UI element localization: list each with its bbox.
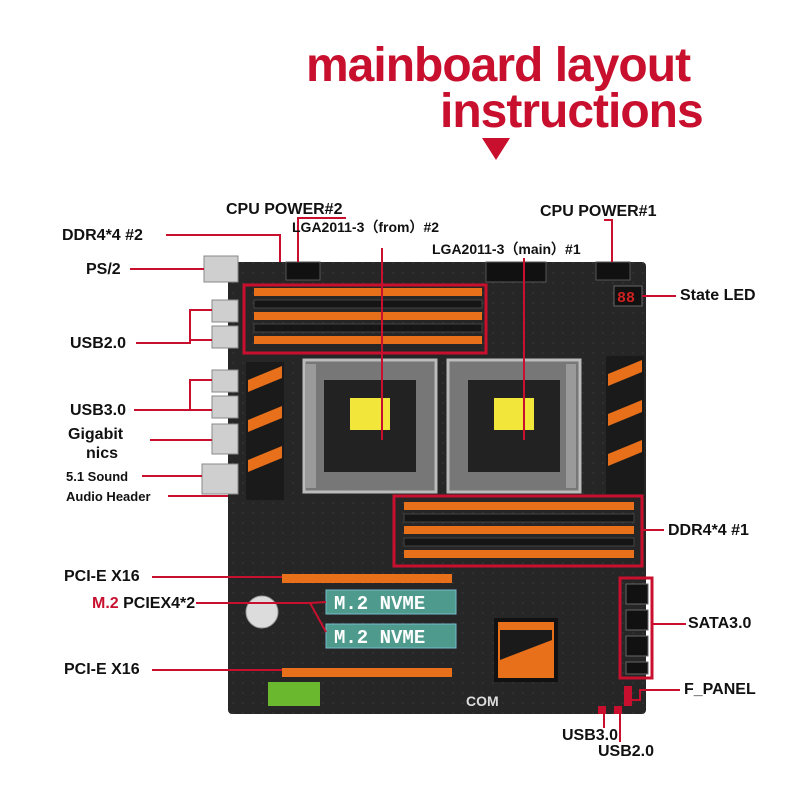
state-led-digits: 88 [617,290,635,307]
ddr4-1-slots [403,502,635,558]
cpu-power-2-connector [285,261,321,281]
connector-lines [130,217,686,742]
label-sound: 5.1 Sound [66,469,129,484]
label-f-panel: F_PANEL [684,681,756,698]
down-arrow-icon [482,138,510,160]
label-cpu-power-2: CPU POWER#2 [226,201,343,218]
ddr4-2-slots [253,288,483,344]
label-usb20-bottom: USB2.0 [598,743,655,760]
label-pcie-x16-bottom: PCI-E X16 [64,661,140,678]
green-component [268,682,320,706]
label-m2-suffix: PCIEX4*2 [123,595,196,612]
label-gigabit-line1: Gigabit [68,426,124,443]
m2-nvme-1: M.2 NVME [325,589,457,615]
m2-nvme-1-label: M.2 NVME [334,593,425,615]
label-audio-header: Audio Header [66,489,151,504]
cpu-socket-1 [446,358,582,494]
pcie-x16-top-slot [282,574,452,583]
m2-nvme-2-label: M.2 NVME [334,627,425,649]
pcie-x16-bottom-slot [282,668,452,677]
label-usb20-left: USB2.0 [70,335,127,352]
label-usb30-bottom: USB3.0 [562,727,619,744]
label-cpu-power-1: CPU POWER#1 [540,203,657,220]
title-line-1: mainboard layout [306,39,691,92]
label-pcie-x16-top: PCI-E X16 [64,568,140,585]
label-state-led: State LED [680,287,756,304]
rear-io-ports [201,255,239,495]
com-text: COM [466,693,499,709]
label-lga-from: LGA2011-3（from）#2 [292,219,440,235]
label-ddr4-2: DDR4*4 #2 [62,227,143,244]
label-sata: SATA3.0 [688,615,752,632]
cpu-socket-2 [302,358,438,494]
title-line-2: instructions [440,85,704,138]
label-gigabit-line2: nics [86,445,119,462]
cmos-battery [245,595,279,629]
label-m2: M.2 PCIEX4*2 [92,596,195,612]
sata-highlight [618,576,654,680]
label-lga-main: LGA2011-3（main）#1 [432,241,581,257]
cpu-power-1-connector [595,261,631,281]
label-ddr4-1: DDR4*4 #1 [668,522,749,539]
label-usb30-left: USB3.0 [70,402,127,419]
label-m2-prefix: M.2 [92,595,119,612]
label-ps2: PS/2 [86,261,121,278]
m2-nvme-2: M.2 NVME [325,623,457,649]
sata-ports [625,583,649,675]
ddr4-2-highlight [242,283,488,355]
vrm-heatsinks [246,356,644,500]
